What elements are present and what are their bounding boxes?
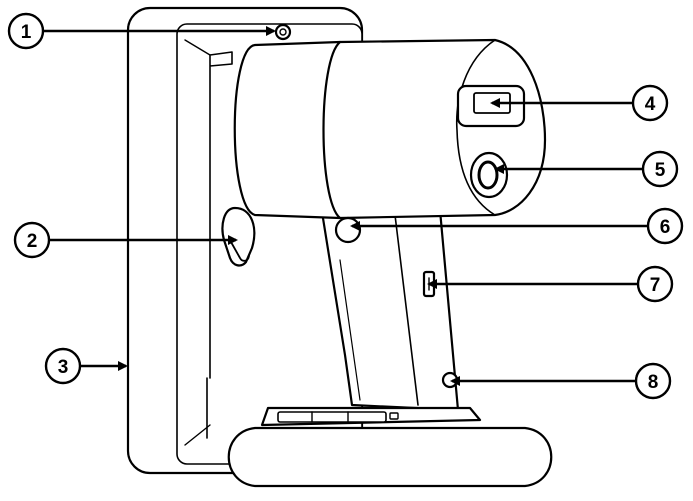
callout-number-7: 7: [650, 275, 661, 296]
callout-circle-5: [641, 150, 679, 188]
callout-circle-1: [7, 12, 45, 50]
base-foot: [227, 426, 553, 488]
callout-number-4: 4: [645, 94, 656, 115]
body-main: [322, 38, 547, 220]
callout-circle-6: [646, 207, 684, 245]
callout-number-6: 6: [660, 217, 671, 238]
callout-number-1: 1: [21, 22, 32, 43]
keyhole-slot: [221, 206, 256, 267]
callout-circle-2: [13, 221, 51, 259]
callout-circle-8: [634, 362, 672, 400]
trigger-button: [334, 216, 362, 244]
vent-slots: [277, 411, 387, 423]
callout-circle-3: [44, 347, 82, 385]
body-rear: [233, 40, 342, 220]
callout-circle-4: [631, 84, 669, 122]
callout-number-3: 3: [58, 357, 69, 378]
callout-number-8: 8: [648, 372, 659, 393]
callout-number-5: 5: [655, 160, 666, 181]
callout-number-2: 2: [27, 231, 38, 252]
callout-circle-7: [636, 265, 674, 303]
